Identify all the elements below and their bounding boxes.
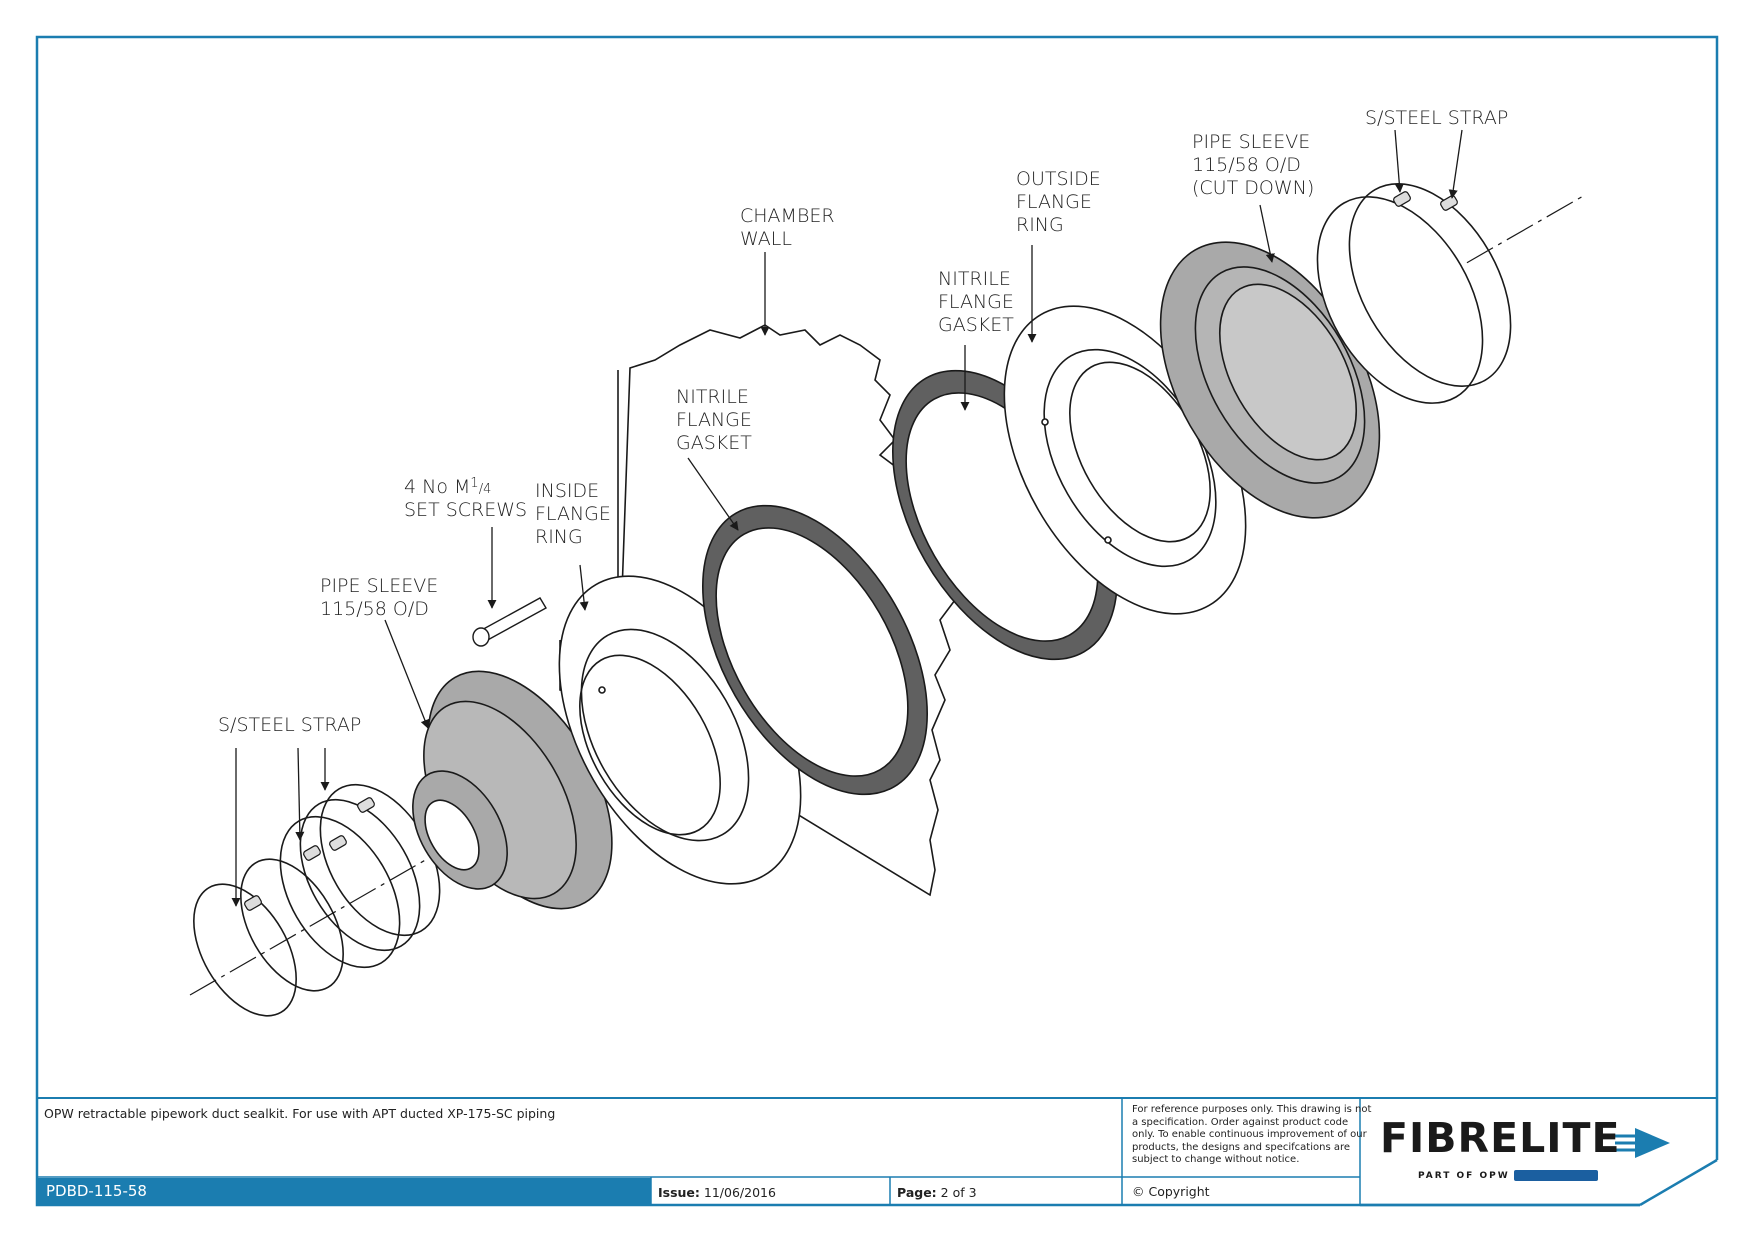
nitrile-gasket-left bbox=[701, 504, 929, 796]
strap-buckle-right bbox=[1393, 191, 1458, 211]
label-nitrile-gasket-right-2: FLANGE bbox=[938, 291, 1014, 313]
pipe-sleeve-left bbox=[412, 670, 613, 910]
label-s-steel-strap-left: S/STEEL STRAP bbox=[218, 714, 361, 736]
label-nitrile-gasket-left-2: FLANGE bbox=[676, 409, 752, 431]
issue-field: Issue: 11/06/2016 bbox=[658, 1185, 776, 1200]
label-nitrile-gasket-left-3: GASKET bbox=[676, 432, 752, 454]
label-pipe-sleeve-left-2: 115/58 O/D bbox=[320, 598, 429, 620]
label-pipe-sleeve-right-2: 115/58 O/D bbox=[1192, 154, 1301, 176]
label-s-steel-strap-right: S/STEEL STRAP bbox=[1365, 107, 1508, 129]
fibrelite-logo-icon bbox=[1615, 1128, 1670, 1158]
strap-buckle-left bbox=[244, 797, 375, 911]
drawing-description: OPW retractable pipework duct sealkit. F… bbox=[44, 1106, 556, 1121]
label-inside-flange-ring-1: INSIDE bbox=[535, 480, 599, 502]
label-nitrile-gasket-right-1: NITRILE bbox=[938, 268, 1011, 290]
title-block: OPW retractable pipework duct sealkit. F… bbox=[36, 1098, 1718, 1206]
label-chamber-wall-1: CHAMBER bbox=[740, 205, 835, 227]
page-field: Page: 2 of 3 bbox=[897, 1185, 977, 1200]
leader-lines bbox=[231, 129, 1463, 907]
label-outside-flange-ring-3: RING bbox=[1016, 214, 1064, 236]
label-pipe-sleeve-left-1: PIPE SLEEVE bbox=[320, 575, 438, 597]
label-set-screws-2: SET SCREWS bbox=[404, 499, 527, 521]
label-inside-flange-ring-2: FLANGE bbox=[535, 503, 611, 525]
label-pipe-sleeve-right-1: PIPE SLEEVE bbox=[1192, 131, 1310, 153]
label-chamber-wall-2: WALL bbox=[740, 228, 792, 250]
s-steel-strap-right bbox=[1316, 183, 1512, 404]
parent-company-badge bbox=[1514, 1170, 1598, 1181]
label-outside-flange-ring-2: FLANGE bbox=[1016, 191, 1092, 213]
label-nitrile-gasket-left-1: NITRILE bbox=[676, 386, 749, 408]
label-outside-flange-ring-1: OUTSIDE bbox=[1016, 168, 1101, 190]
disclaimer-note: For reference purposes only. This drawin… bbox=[1132, 1104, 1372, 1165]
label-nitrile-gasket-right-3: GASKET bbox=[938, 314, 1014, 336]
set-screw bbox=[472, 597, 547, 647]
brand-logo-subtitle: PART OF OPW bbox=[1418, 1171, 1510, 1181]
label-pipe-sleeve-right-3: (CUT DOWN) bbox=[1192, 177, 1314, 199]
copyright-text: © Copyright bbox=[1132, 1184, 1210, 1199]
drawing-code-bar bbox=[36, 1178, 651, 1205]
pipe-sleeve-right bbox=[1159, 241, 1381, 519]
drawing-code: PDBD-115-58 bbox=[46, 1182, 147, 1200]
label-set-screws-1: 4 No M1/4 bbox=[404, 476, 491, 498]
brand-logo-text: FIBRELITE bbox=[1380, 1114, 1621, 1162]
label-inside-flange-ring-3: RING bbox=[535, 526, 583, 548]
